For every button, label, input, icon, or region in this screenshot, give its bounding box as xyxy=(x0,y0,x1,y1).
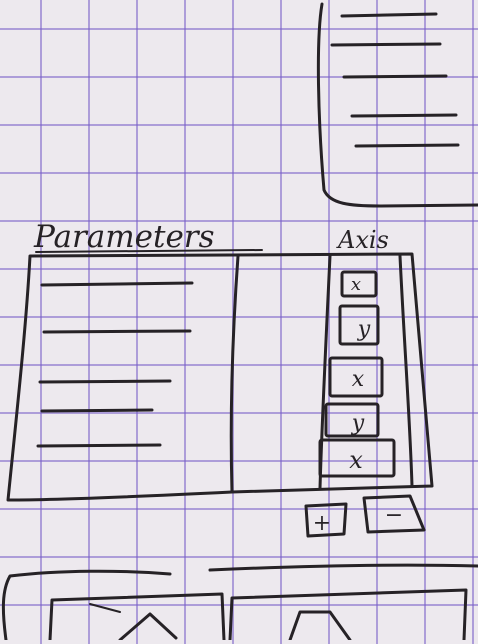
main-panel-frame xyxy=(6,252,434,502)
parameter-list xyxy=(36,281,194,448)
list-row-line xyxy=(340,12,438,18)
remove-axis-button[interactable]: − xyxy=(362,494,426,534)
axis-button-x[interactable]: x xyxy=(340,270,378,298)
list-row-line xyxy=(342,74,448,79)
axis-column xyxy=(318,254,414,490)
top-list-panel xyxy=(316,2,478,208)
add-axis-button[interactable]: + xyxy=(304,502,348,538)
axis-button-label: y xyxy=(351,411,365,436)
parameter-row[interactable] xyxy=(40,408,154,413)
axis-button-label: x xyxy=(352,367,365,392)
parameters-title: Parameters xyxy=(33,219,215,255)
remove-axis-label: − xyxy=(385,503,403,528)
list-row-line xyxy=(350,113,458,118)
parameter-row[interactable] xyxy=(38,379,172,384)
image-placeholder-icon xyxy=(118,612,178,642)
axis-button-label: x xyxy=(351,274,361,295)
add-axis-label: + xyxy=(313,511,331,536)
image-placeholder-icon xyxy=(288,610,352,642)
axis-button-x[interactable]: x xyxy=(318,438,396,478)
axis-button-label: y xyxy=(357,317,371,342)
axis-button-y[interactable]: y xyxy=(338,304,380,346)
list-row-line xyxy=(330,42,442,47)
axis-title: Axis xyxy=(336,226,389,254)
axis-button-y[interactable]: y xyxy=(324,402,380,438)
axis-button-x[interactable]: x xyxy=(328,356,384,398)
parameter-row[interactable] xyxy=(42,329,192,334)
parameter-row[interactable] xyxy=(40,281,194,287)
panel-divider xyxy=(229,254,240,494)
axis-button-label: x xyxy=(349,446,363,474)
bottom-panel xyxy=(1,563,478,642)
axis-button-list: x y x y x xyxy=(318,270,396,478)
parameter-row[interactable] xyxy=(36,443,162,448)
list-row-line xyxy=(354,143,460,148)
